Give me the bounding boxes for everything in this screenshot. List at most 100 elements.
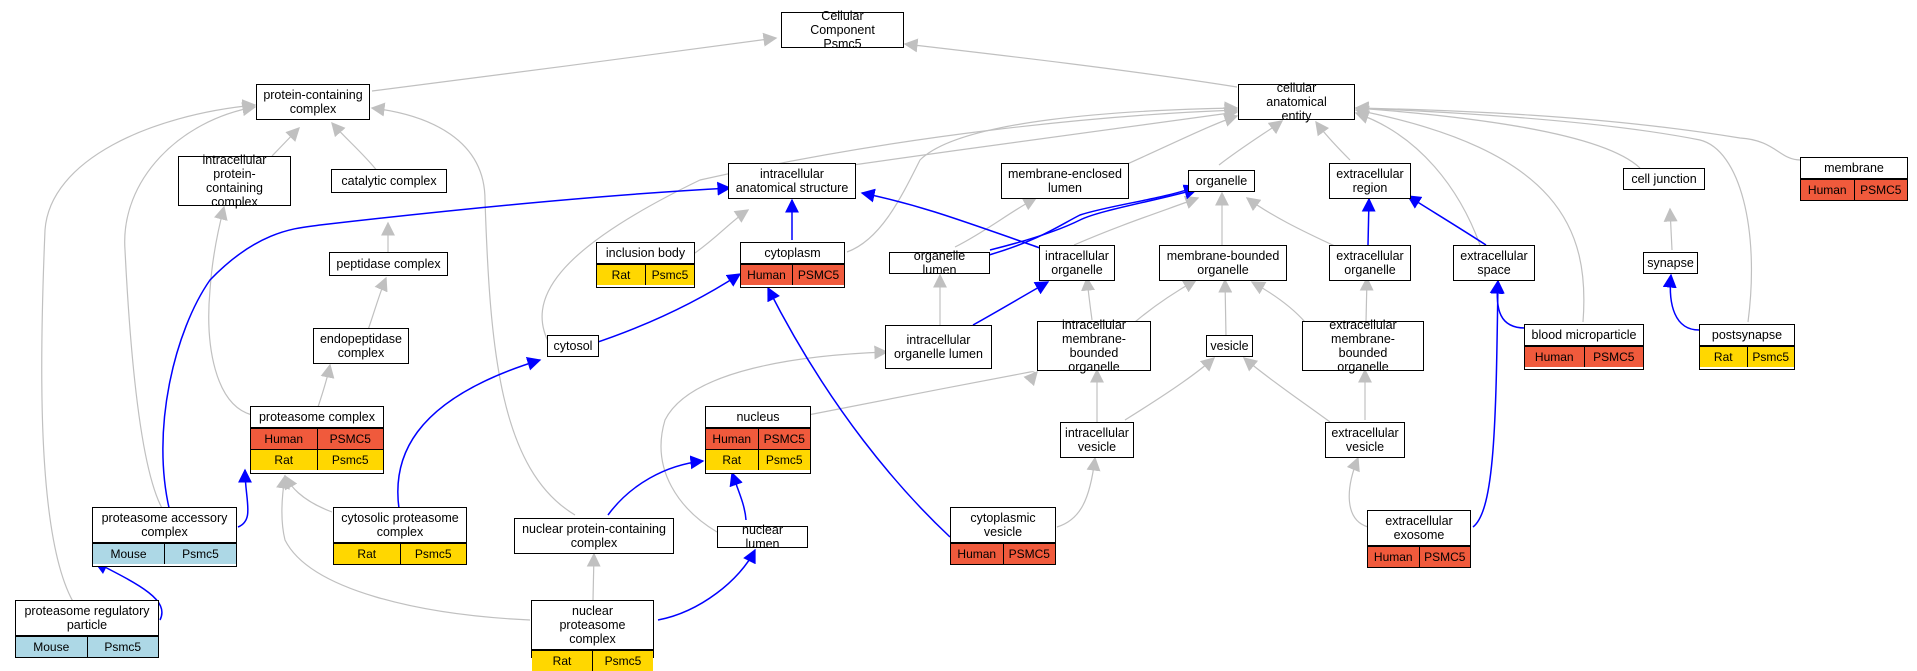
go-term-exorg[interactable]: extracellular organelle [1329,245,1411,281]
go-term-iol[interactable]: intracellular organelle lumen [885,325,992,369]
edge-pac-pcc [124,102,257,511]
edge-iol-iorg [972,281,1050,326]
go-term-cc[interactable]: Cellular Component Psmc5 [781,9,904,51]
go-term-iv[interactable]: intracellular vesicle [1060,422,1134,458]
go-term-catc[interactable]: catalytic complex [331,169,447,193]
edge-cv-cyto [767,286,951,538]
go-term-exmbo[interactable]: extracellular membrane-bounded organelle [1302,318,1424,374]
gene-symbol-cell: PSMC5 [792,265,844,285]
edge-bmp-cae [1354,105,1585,323]
edge-exmbo-mbo [1250,281,1306,323]
go-term-cae[interactable]: cellular anatomical entity [1238,81,1355,123]
edge-pac-prot [237,468,253,528]
go-term-npcc[interactable]: nuclear protein-containing complex [514,518,674,554]
edge-org-cae [1218,120,1284,166]
gene-symbol-cell: Psmc5 [316,450,383,470]
gene-symbol-cell: PSMC5 [1853,180,1907,200]
gene-symbol-cell: PSMC5 [1418,547,1470,567]
edge-mel-cae [1124,113,1239,166]
gene-symbol-cell: Psmc5 [757,450,810,470]
go-term-ias[interactable]: intracellular anatomical structure [728,163,856,199]
go-term-cytosol[interactable]: cytosol [547,335,599,357]
go-term-label: nuclear lumen [742,523,783,551]
edge-mem-cae [1354,101,1801,161]
edge-ev-ves [1242,357,1331,423]
go-term-exr[interactable]: extracellular region [1329,163,1411,199]
go-term-label: endopeptidase complex [319,332,403,360]
go-term-ipcc[interactable]: intracellular protein-containing complex [178,153,291,209]
edge-cpc-cytosol [397,357,542,516]
edge-cpc-prot [284,474,333,513]
go-term-label: extracellular exosome [1385,514,1453,542]
go-term-iorg[interactable]: intracellular organelle [1039,245,1115,281]
species-cell: Human [741,265,792,285]
species-cell: Rat [1700,347,1747,367]
go-term-cj[interactable]: cell junction [1623,168,1705,190]
edge-prp-pac [93,561,163,621]
go-term-label: proteasome regulatory particle [24,604,150,632]
go-term-label: cytoplasmic vesicle [970,511,1036,539]
go-term-label: intracellular organelle lumen [894,333,983,361]
go-term-org[interactable]: organelle [1188,170,1255,192]
go-term-label: synapse [1647,256,1694,270]
species-cell: Mouse [93,544,164,564]
go-term-label: nuclear proteasome complex [559,604,626,646]
go-term-label: peptidase complex [336,257,441,271]
go-term-pepc[interactable]: peptidase complex [329,252,448,276]
go-term-label: extracellular vesicle [1331,426,1399,454]
edge-cytosol-cyto [588,273,742,346]
species-cell: Rat [251,450,317,470]
edge-iorg-org [1073,195,1200,246]
go-term-ev[interactable]: extracellular vesicle [1325,422,1405,458]
go-term-label: nucleus [736,410,780,424]
gene-symbol-cell: Psmc5 [86,637,158,657]
edge-cyto-cae [846,101,1239,253]
edge-nl-nuc [729,471,747,521]
go-term-label: catalytic complex [341,174,437,188]
go-term-label: Cellular Component Psmc5 [810,9,875,51]
go-term-endo[interactable]: endopeptidase complex [313,328,409,364]
go-term-label: vesicle [1210,339,1249,353]
gene-symbol-cell: PSMC5 [1002,544,1055,564]
go-term-exsp[interactable]: extracellular space [1453,245,1535,281]
edge-ib-ias [694,209,750,254]
go-term-mel[interactable]: membrane-enclosed lumen [1001,163,1129,199]
go-term-pcc[interactable]: protein-containing complex [256,84,370,120]
go-term-nl[interactable]: nuclear lumen [717,523,808,551]
edge-catc-pcc [331,121,379,173]
go-term-ves[interactable]: vesicle [1206,335,1253,357]
go-term-orgl[interactable]: organelle lumen [889,249,990,277]
edge-orgl-mel [954,197,1038,248]
gene-symbol-cell: Psmc5 [1746,347,1794,367]
go-term-imbo[interactable]: intracellular membrane-bounded organelle [1037,318,1151,374]
go-term-mbo[interactable]: membrane-bounded organelle [1159,245,1287,281]
edge-exorg-exr [1361,197,1376,246]
go-term-syn[interactable]: synapse [1643,252,1698,274]
edge-npc-npcc [586,552,601,601]
